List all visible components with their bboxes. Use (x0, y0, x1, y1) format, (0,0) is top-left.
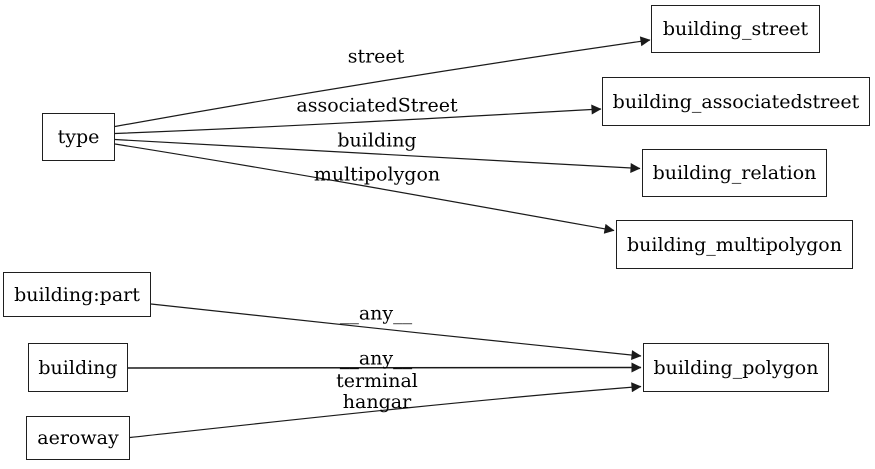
node-building-associatedstreet: building_associatedstreet (602, 77, 870, 126)
edge-label-any-buildingpart: __any__ (339, 302, 413, 325)
node-building-part: building:part (3, 272, 151, 317)
edge-type-building_street (114, 36, 651, 128)
node-building: building (28, 343, 128, 392)
node-building-relation: building_relation (642, 149, 827, 197)
node-building-polygon: building_polygon (643, 343, 829, 392)
node-aeroway: aeroway (26, 416, 130, 460)
edge-type-building_relation (114, 138, 641, 173)
edge-aeroway-building_polygon (129, 382, 642, 439)
edge-label-multipolygon: multipolygon (313, 163, 441, 186)
edge-label-street: street (347, 45, 405, 68)
edge-label-building: building (337, 129, 417, 152)
edge-label-terminal-hangar: terminal hangar (336, 370, 418, 413)
node-building-street: building_street (651, 5, 820, 53)
edge-building-building_polygon (127, 362, 642, 373)
edge-buildingpart-building_polygon (150, 303, 642, 361)
edge-label-associatedstreet: associatedStreet (296, 94, 458, 117)
node-building-multipolygon: building_multipolygon (616, 220, 853, 269)
edge-type-building_multipolygon (114, 143, 615, 234)
node-type: type (42, 113, 115, 161)
edge-label-any-building: __any__ (339, 347, 413, 370)
edge-type-building_associatedstreet (114, 104, 602, 135)
